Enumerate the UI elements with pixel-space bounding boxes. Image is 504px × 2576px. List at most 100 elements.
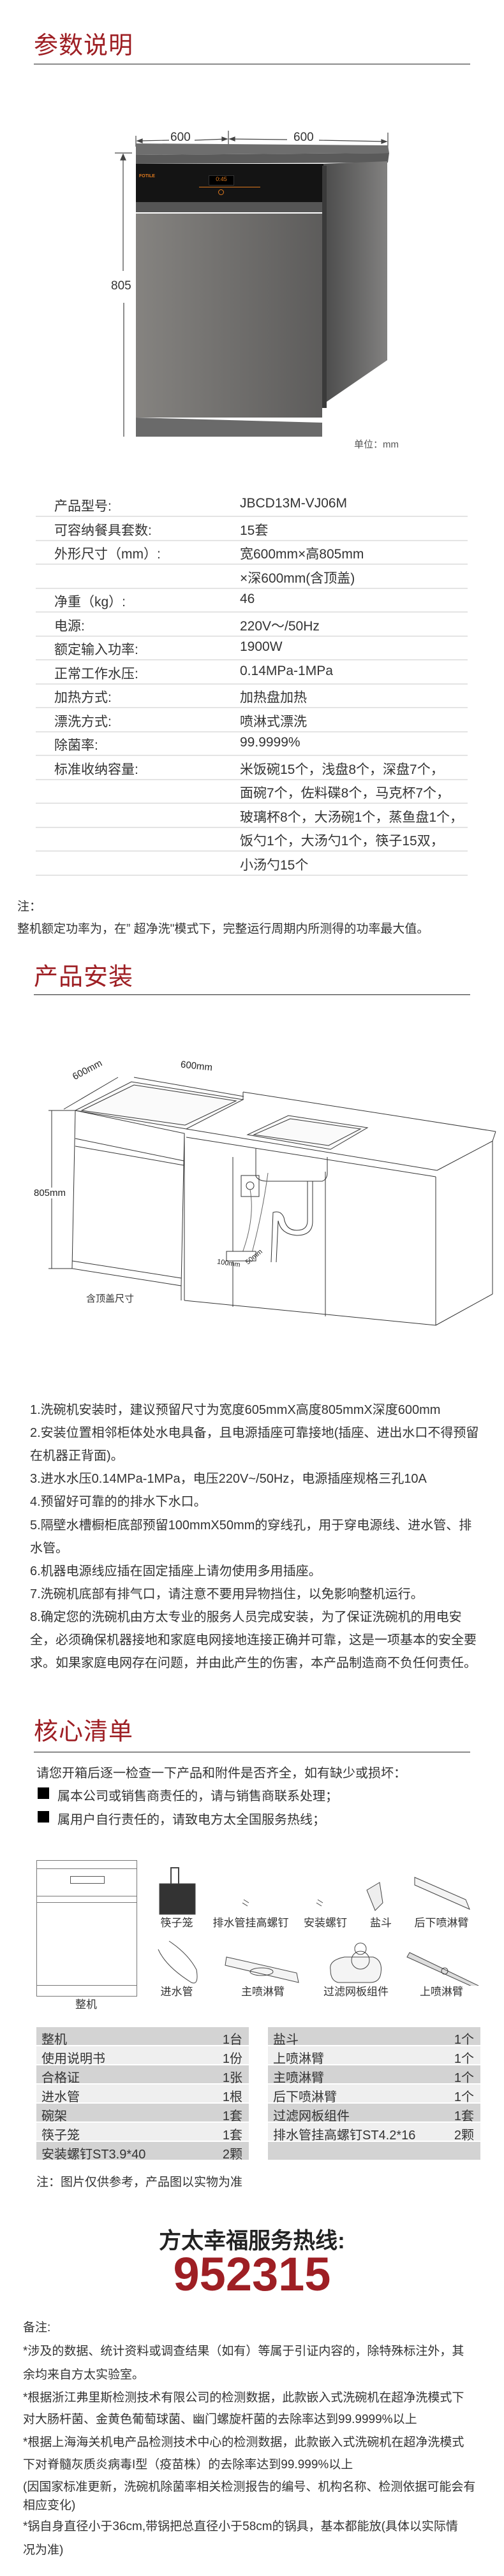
main-unit-label: 整机: [75, 1998, 97, 2011]
item-name: 筷子笼: [41, 2128, 80, 2143]
item-quantity: 1个: [454, 2033, 474, 2047]
checklist-row: 主喷淋臂 1个: [268, 2065, 480, 2085]
item-quantity: 2颗: [222, 2148, 242, 2162]
bullet-square-icon: [38, 1811, 49, 1823]
spec-label: 净重（kg）:: [54, 595, 126, 609]
item-quantity: 1个: [454, 2090, 474, 2104]
rear-spray-arm-icon: [414, 1877, 470, 1910]
filter-assembly-icon: [330, 1942, 382, 1983]
remark-line: *涉及的数据、统计资料或调查结果（如有）等属于引证内容的，除特殊标注外，其: [23, 2345, 464, 2358]
spec-value: 米饭碗15个，浅盘8个，深盘7个，: [240, 762, 444, 777]
main-spray-arm-icon: [225, 1956, 299, 1983]
install-instruction-line: 7.洗碗机底部有排气口，请注意不要用异物挡住，以免影响整机运行。: [30, 1587, 424, 1601]
item-name: 主喷淋臂: [273, 2071, 324, 2085]
item-name: 使用说明书: [41, 2052, 105, 2066]
checklist-row: 上喷淋臂 1个: [268, 2046, 480, 2066]
accessory-label: 过滤网板组件: [323, 1986, 389, 1998]
dim-depth-label: 600: [293, 131, 314, 144]
remark-line: *根据上海海关机电产品检测技术中心的检测数据，此款嵌入式洗碗机在超净洗模式: [23, 2436, 464, 2449]
drain-screw-icon: [242, 1899, 249, 1907]
installation-diagram: 600mm 600mm 805mm 100mm 50mm 含顶盖尺寸: [0, 1045, 504, 1332]
item-quantity: 2颗: [454, 2128, 474, 2143]
hotline-label: 方太幸福服务热线:: [159, 2229, 345, 2253]
spec-value: 面碗7个，佐料碟8个，马克杯7个，: [240, 786, 450, 801]
spec-row: 漂洗方式: 喷淋式漂洗: [36, 708, 468, 732]
checklist-note: 注：图片仅供参考，产品图以实物为准: [36, 2176, 243, 2189]
diagram-caption: 含顶盖尺寸: [86, 1293, 135, 1304]
item-quantity: 1套: [454, 2109, 474, 2123]
item-quantity: 1台: [222, 2033, 242, 2047]
checklist-row: [268, 2142, 480, 2160]
spec-row: 正常工作水压:0.14MPa-1MPa: [36, 660, 468, 685]
unit-label: 单位：mm: [354, 439, 399, 450]
item-name: 上喷淋臂: [273, 2052, 324, 2066]
accessory-label: 筷子笼: [160, 1917, 193, 1929]
spec-row: 除菌率:99.9999%: [36, 731, 468, 756]
install-screw-icon: [316, 1899, 323, 1907]
install-instruction-line: 在机器正背面)。: [30, 1449, 124, 1464]
spec-label: 额定输入功率:: [54, 643, 138, 657]
install-instruction-line: 5.隔壁水槽橱柜底部预留100mmX50mm的穿线孔，用于穿电源线、进水管、排: [30, 1518, 472, 1532]
install-instruction-line: 1.洗碗机安装时，建议预留尺寸为宽度605mmX高度805mmX深度600mm: [30, 1403, 441, 1417]
checklist-intro: 请您开箱后逐一检查一下产品和附件是否齐全，如有缺少或损坏：: [36, 1766, 406, 1780]
accessory-label: 盐斗: [370, 1917, 392, 1929]
remark-line: (因国家标准更新，洗碗机除菌率相关检测报告的编号、机构名称、检测依据可能会有: [23, 2480, 476, 2494]
install-instruction-line: 8.确定您的洗碗机由方太专业的服务人员完成安装，为了保证洗碗机的用电安: [30, 1610, 462, 1624]
remark-line: 余均来自方太实验室。: [23, 2368, 145, 2382]
item-name: 排水管挂高螺钉ST4.2*16: [273, 2128, 416, 2143]
checklist-bullet: 属用户自行责任的，请致电方太全国服务热线；: [57, 1813, 325, 1827]
upper-spray-arm-icon: [406, 1952, 479, 1986]
inlet-hose-icon: [158, 1940, 198, 1984]
spec-row: 加热方式:加热盘加热: [36, 683, 468, 708]
power-button-icon: [218, 189, 224, 195]
spec-label: 外形尺寸（mm）:: [54, 547, 161, 562]
spec-label: 正常工作水压:: [54, 666, 138, 681]
spec-value: 玻璃杯8个，大汤碗1个，蒸鱼盘1个，: [240, 810, 464, 825]
spec-label: 漂洗方式:: [54, 714, 112, 729]
spec-label: 标准收纳容量:: [54, 762, 138, 777]
dim-height-label: 805mm: [34, 1188, 66, 1198]
installation-line-drawing: [48, 1077, 496, 1326]
spec-row: 电源: 220V～/50Hz: [36, 612, 468, 637]
spec-value: 喷淋式漂洗: [240, 714, 307, 729]
install-instruction-line: 6.机器电源线应插在固定插座上请勿使用多用插座。: [30, 1564, 322, 1578]
item-quantity: 1份: [222, 2052, 242, 2066]
spec-label: 可容纳餐具套数:: [54, 523, 152, 538]
spec-value: 宽600mm×高805mm: [240, 547, 364, 562]
item-quantity: 1个: [454, 2071, 474, 2085]
product-dimension-figure: FOTILE 0:45 600 600 805: [108, 118, 396, 453]
spec-row: 小汤勺15个: [36, 851, 468, 876]
item-quantity: 1套: [222, 2128, 242, 2143]
item-quantity: 1根: [222, 2090, 242, 2104]
dim-height-label: 805: [111, 279, 131, 293]
spec-row: 标准收纳容量: 米饭碗15个，浅盘8个，深盘7个，: [36, 755, 468, 780]
remark-line: 对大肠杆菌、金黄色葡萄球菌、幽门螺旋杆菌的去除率达到99.9999%以上: [23, 2413, 417, 2426]
accessory-label: 安装螺钉: [304, 1917, 347, 1929]
item-quantity: 1个: [454, 2052, 474, 2066]
install-instruction-line: 4.预留好可靠的的排水下水口。: [30, 1495, 207, 1510]
spec-label: 电源:: [54, 618, 85, 634]
remark-line: *根据浙江弗里斯检测技术有限公司的检测数据，此款嵌入式洗碗机在超净洗模式下: [23, 2391, 464, 2405]
section-title-checklist: 核心清单: [34, 1719, 134, 1745]
spec-row: ×深600mm(含顶盖): [36, 564, 468, 589]
item-name: 盐斗: [273, 2033, 299, 2047]
spec-label: 除菌率:: [54, 738, 98, 753]
bullet-square-icon: [38, 1787, 49, 1799]
install-instruction-line: 2.安装位置相邻柜体处水电具备，且电源插座可靠接地(插座、进出水口不得预留: [30, 1426, 479, 1441]
spec-value: 15套: [240, 523, 269, 538]
control-panel-display: 0:45: [209, 175, 234, 186]
spec-value: 220V～/50Hz: [240, 618, 320, 634]
checklist-row: 使用说明书 1份: [36, 2046, 249, 2066]
item-name: 碗架: [41, 2109, 67, 2123]
checklist-bullet: 属本公司或销售商责任的，请与销售商联系处理；: [57, 1789, 338, 1803]
spec-row: 面碗7个，佐料碟8个，马克杯7个，: [36, 779, 468, 804]
accessory-label: 排水管挂高螺钉: [212, 1917, 289, 1929]
install-instruction-line: 求。如果家庭电网存在问题，并由此产生的伤害，本产品制造商不负任何责任。: [30, 1656, 477, 1671]
remark-line: 相应变化): [23, 2499, 76, 2512]
install-instruction-line: 水管。: [30, 1541, 68, 1555]
install-instruction-line: 全，必须确保机器接地和家庭电网接地连接正确并可靠，这是一项基本的安全要: [30, 1633, 477, 1647]
